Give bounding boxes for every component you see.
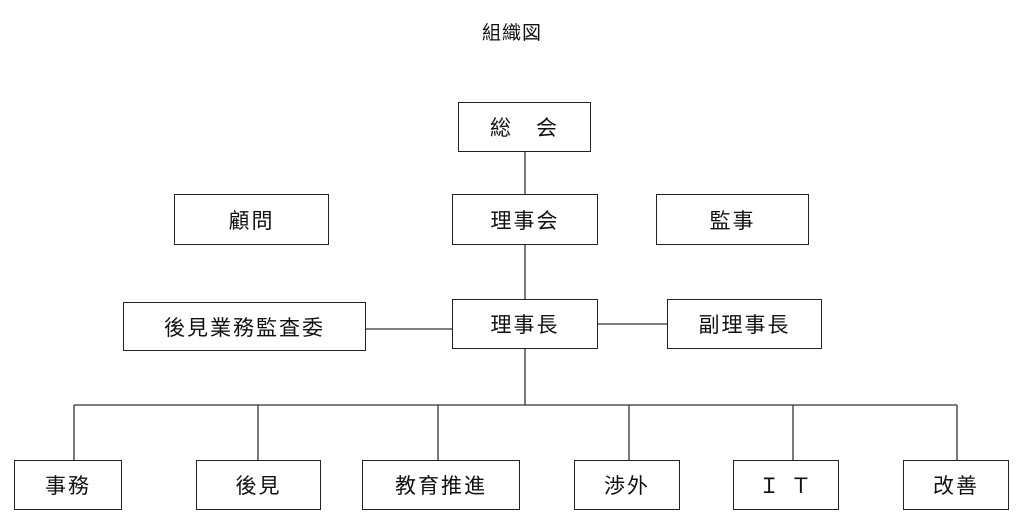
node-admin: 事務	[14, 460, 122, 510]
node-general-assembly: 総 会	[458, 102, 591, 152]
node-education: 教育推進	[362, 460, 520, 510]
node-external: 渉外	[574, 460, 680, 510]
node-guardianship: 後見	[196, 460, 321, 510]
node-it: Ｉ Ｔ	[733, 460, 839, 510]
node-board: 理事会	[452, 194, 598, 245]
node-auditor: 監事	[656, 194, 809, 245]
node-advisor: 顧問	[174, 194, 329, 245]
node-improvement: 改善	[903, 460, 1009, 510]
page-title: 組織図	[481, 22, 542, 44]
node-guardianship-committee: 後見業務監査委	[123, 302, 366, 351]
node-vice-chairman: 副理事長	[667, 299, 822, 349]
node-chairman: 理事長	[452, 299, 598, 349]
